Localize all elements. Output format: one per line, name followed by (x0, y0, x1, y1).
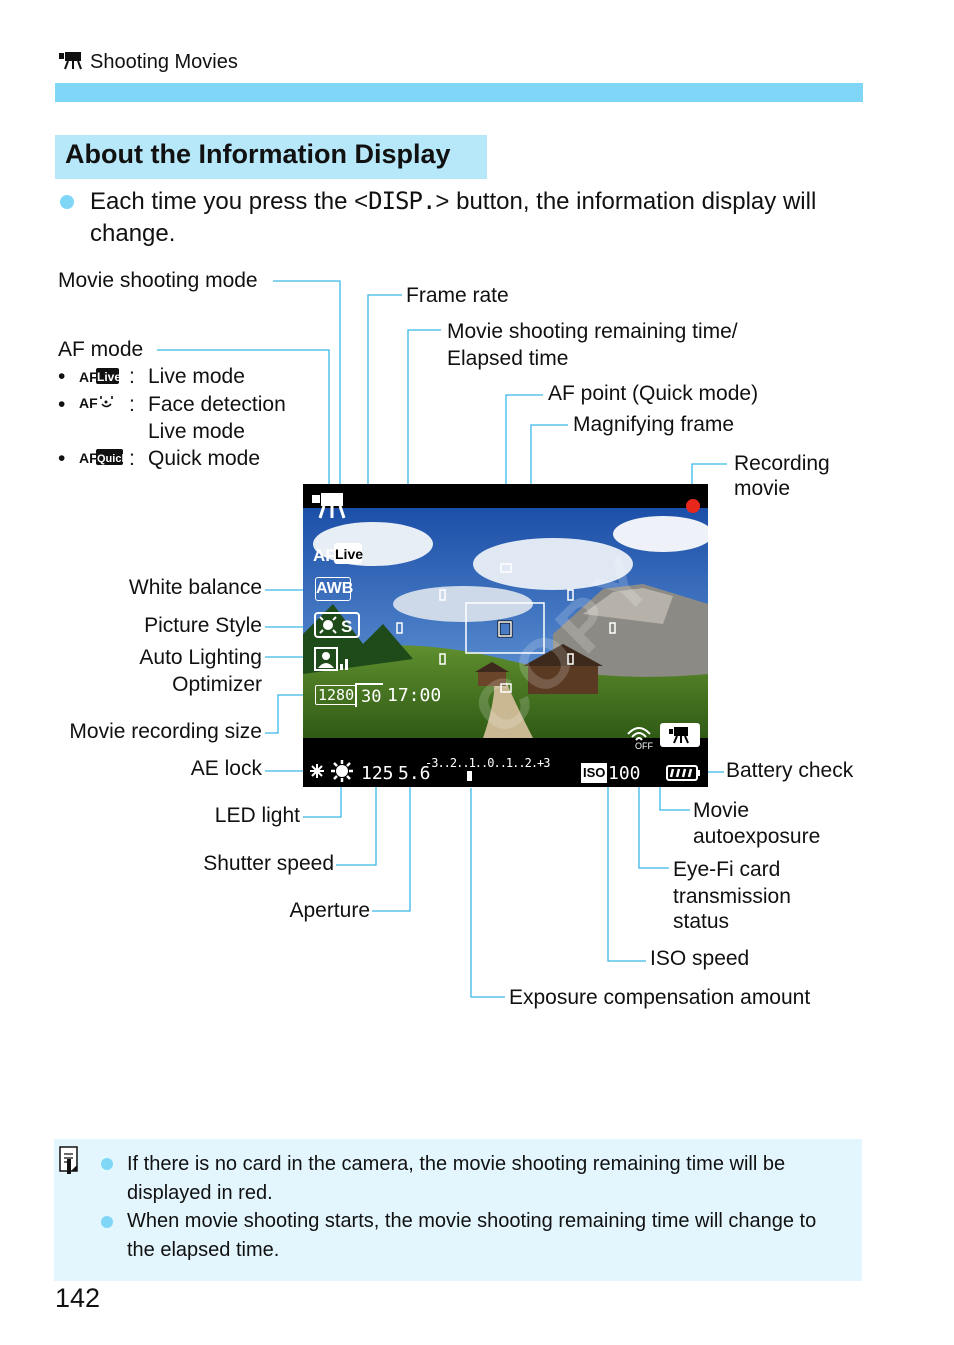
label-eyefi-1: Eye-Fi card (673, 858, 781, 881)
battery-icon (665, 765, 701, 786)
label-white-balance: White balance (128, 576, 262, 599)
movie-mode-icon (311, 491, 347, 526)
label-recording-2: movie (734, 477, 791, 500)
led-light-icon (330, 759, 354, 787)
label-battery-check: Battery check (726, 759, 854, 782)
af-quick-colon: : (129, 447, 135, 470)
frame-rate-icon: 30 (355, 683, 384, 707)
svg-text:Quick: Quick (97, 453, 125, 465)
af-point-center (498, 621, 512, 637)
af-quick-row: • (58, 447, 66, 470)
remaining-time-value: 17:00 (387, 685, 442, 706)
live-view-image (303, 484, 708, 787)
disp-button-label: DISP. (368, 187, 436, 215)
aperture-value: 5.6 (398, 763, 431, 784)
svg-text:AF: AF (313, 546, 336, 565)
eyefi-status-icon: OFF (625, 722, 655, 755)
note-bullet-1 (101, 1158, 113, 1170)
svg-text:AF: AF (79, 395, 98, 411)
label-remaining-time: Movie shooting remaining time/ (447, 320, 738, 343)
label-af-mode: AF mode (58, 338, 144, 361)
af-overlay (396, 563, 616, 693)
label-recording-size: Movie recording size (69, 720, 262, 743)
label-movie-ae-1: Movie (693, 799, 750, 822)
label-aperture: Aperture (289, 899, 370, 922)
label-alo-2: Optimizer (172, 673, 262, 696)
svg-text:AF: AF (79, 450, 98, 466)
exposure-scale: -3..2..1..0..1..2.+3 (425, 756, 550, 770)
section-name: Shooting Movies (90, 51, 238, 73)
iso-value: 100 (608, 763, 641, 784)
label-exposure-comp: Exposure compensation amount (509, 986, 811, 1009)
label-magnifying-frame: Magnifying frame (573, 413, 735, 436)
page-number: 142 (55, 1283, 101, 1313)
label-frame-rate: Frame rate (406, 284, 509, 307)
af-live-colon: : (129, 365, 135, 388)
section-title: About the Information Display (55, 135, 487, 179)
picture-style-icon: S (314, 612, 360, 643)
intro-before: Each time you press the < (90, 188, 369, 215)
af-live-row: • (58, 365, 66, 388)
exposure-indicator (467, 771, 472, 781)
memo-icon (57, 1145, 81, 1180)
ae-lock-icon (309, 763, 325, 784)
label-af-live: Live mode (148, 365, 245, 388)
svg-text:S: S (341, 617, 352, 636)
movie-camera-icon (58, 50, 84, 75)
label-alo-1: Auto Lighting (139, 646, 262, 669)
note-1: If there is no card in the camera, the m… (127, 1153, 786, 1204)
intro-text: Each time you press the <DISP.> button, … (90, 185, 870, 250)
label-af-quick: Quick mode (148, 447, 261, 470)
af-face-icon: AF (79, 393, 119, 418)
label-af-face-1: Face detection (148, 393, 286, 416)
note-box (54, 1139, 862, 1281)
eyefi-status-text: OFF (635, 741, 653, 750)
movie-autoexposure-icon (660, 723, 700, 747)
note-bullet-2 (101, 1216, 113, 1228)
shutter-speed-value: 125 (361, 763, 394, 784)
label-af-point: AF point (Quick mode) (548, 382, 759, 405)
bullet-icon (60, 195, 74, 209)
svg-text:Live: Live (97, 370, 121, 384)
af-face-row: • (58, 393, 66, 416)
label-ae-lock: AE lock (190, 757, 262, 780)
note-2: When movie shooting starts, the movie sh… (127, 1210, 817, 1261)
label-eyefi-3: status (673, 910, 730, 933)
label-shutter-speed: Shutter speed (203, 852, 334, 875)
recording-dot-icon (686, 499, 700, 513)
white-balance-icon: AWB (315, 577, 353, 601)
label-af-face-2: Live mode (148, 420, 245, 443)
label-picture-style: Picture Style (144, 614, 262, 637)
svg-text:AF: AF (79, 369, 98, 385)
auto-lighting-optimizer-icon (314, 646, 350, 679)
section-bar (55, 83, 863, 102)
label-iso-speed: ISO speed (650, 947, 750, 970)
label-movie-ae-2: autoexposure (693, 825, 821, 848)
label-led-light: LED light (214, 804, 300, 827)
af-face-colon: : (129, 393, 135, 416)
label-elapsed-time: Elapsed time (447, 347, 569, 370)
svg-text:Live: Live (335, 546, 363, 562)
recording-dot (686, 499, 700, 513)
label-recording-1: Recording (734, 452, 830, 475)
label-movie-shooting-mode: Movie shooting mode (58, 269, 258, 292)
label-eyefi-2: transmission (673, 885, 791, 908)
intro-after: > button, the information display will c… (90, 188, 817, 247)
iso-badge: ISO (581, 763, 608, 783)
magnifying-frame (465, 602, 545, 654)
